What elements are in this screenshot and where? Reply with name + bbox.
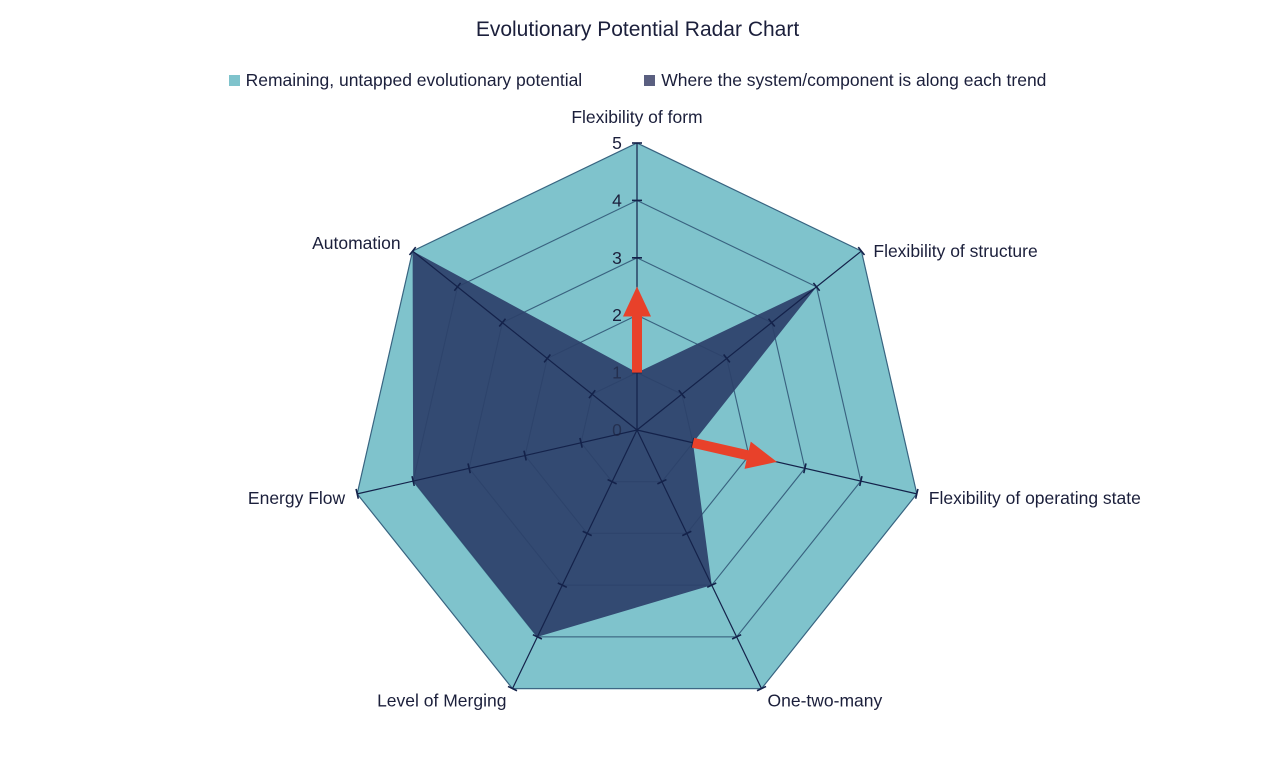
axis-tick	[756, 685, 767, 692]
axis-tick	[731, 633, 742, 640]
legend-swatch-potential	[228, 75, 240, 86]
legend-label-potential: Remaining, untapped evolutionary potenti…	[245, 70, 583, 90]
axis-tick	[579, 437, 583, 448]
legend-item-potential: Remaining, untapped evolutionary potenti…	[228, 70, 583, 91]
axis-label-flexibility-of-structure: Flexibility of structure	[873, 241, 1037, 261]
axis-tick	[523, 450, 527, 461]
axis-label-automation: Automation	[312, 233, 401, 253]
axis-tick	[767, 318, 776, 328]
axis-tick	[607, 478, 617, 485]
axis-tick	[812, 282, 821, 292]
grid-ring-overlay-1	[580, 372, 694, 483]
series-current-area	[412, 251, 817, 637]
axis-tick	[678, 389, 686, 399]
legend-label-current: Where the system/component is along each…	[661, 70, 1047, 90]
axis-tick	[453, 282, 462, 292]
axis-tick	[588, 389, 596, 399]
axis-label-energy-flow: Energy Flow	[248, 488, 346, 508]
grid-ring-overlay-5	[356, 142, 918, 690]
axis-tick	[467, 463, 472, 474]
axis-tick	[858, 476, 863, 487]
legend-item-current: Where the system/component is along each…	[644, 70, 1046, 91]
grid-ring-overlay-2	[524, 314, 750, 534]
radial-tick-label: 0	[612, 420, 622, 440]
chart-legend: Remaining, untapped evolutionary potenti…	[0, 70, 1275, 91]
axis-line	[357, 429, 638, 495]
chart-title: Evolutionary Potential Radar Chart	[475, 18, 800, 41]
axis-tick	[582, 530, 593, 537]
axis-tick	[706, 582, 717, 589]
axis-tick	[411, 476, 416, 487]
axis-tick	[507, 685, 518, 692]
radial-tick-label: 2	[612, 305, 622, 325]
axis-tick	[543, 354, 551, 363]
arrow-annotation-icon	[623, 286, 651, 373]
axis-tick	[681, 530, 692, 537]
axis-line	[636, 429, 763, 689]
grid-ring-overlay-3	[468, 257, 806, 586]
axis-line	[511, 429, 638, 689]
radial-tick-label: 5	[612, 133, 622, 153]
arrow-annotation-icon	[691, 437, 777, 469]
radial-tick-label: 3	[612, 248, 622, 268]
axis-label-level-of-merging: Level of Merging	[377, 691, 506, 711]
radial-tick-label: 1	[612, 363, 622, 383]
axis-tick	[498, 318, 507, 328]
axis-tick	[914, 488, 919, 499]
axis-tick	[557, 582, 568, 589]
axis-line	[412, 250, 638, 431]
axis-label-flexibility-of-form: Flexibility of form	[571, 107, 702, 127]
radial-tick-label: 4	[612, 190, 622, 210]
axis-tick	[532, 633, 543, 640]
axis-tick	[857, 246, 866, 256]
axis-tick	[723, 354, 731, 363]
axis-tick	[802, 463, 807, 474]
axis-line	[636, 250, 862, 431]
legend-swatch-current	[644, 75, 656, 86]
axis-tick	[355, 488, 360, 499]
axis-tick	[657, 478, 667, 485]
axis-tick	[408, 246, 417, 256]
axis-label-flexibility-of-operating-state: Flexibility of operating state	[929, 488, 1141, 508]
axis-label-one-two-many: One-two-many	[768, 691, 883, 711]
grid-ring-overlay-4	[412, 199, 862, 638]
